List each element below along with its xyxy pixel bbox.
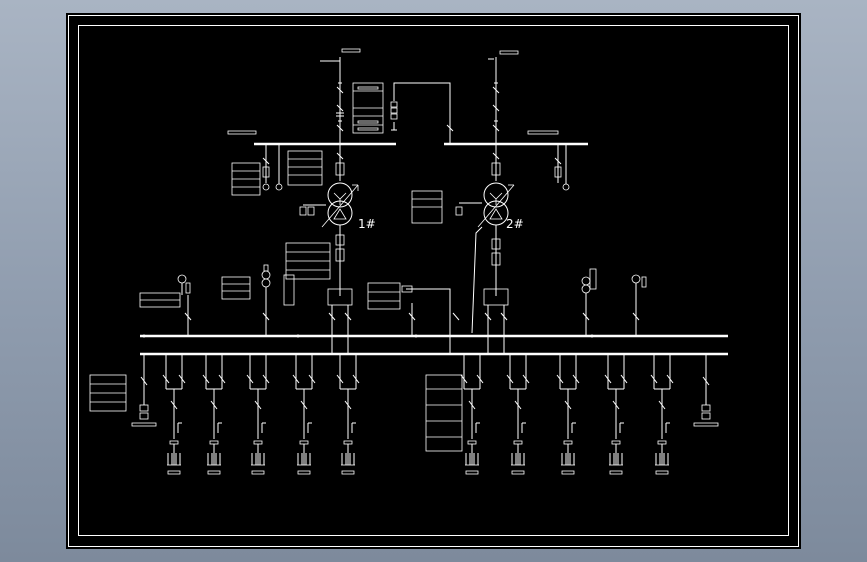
hv-bus-2-label-mark	[527, 130, 559, 135]
feeder-group	[131, 354, 719, 475]
lv-tap-left-2	[261, 264, 295, 336]
lv-tap-right-1	[581, 268, 597, 336]
lv-incomer-2	[483, 288, 509, 353]
feeder-cell	[556, 354, 580, 475]
feeder-cell	[460, 354, 484, 475]
lv-bus-coupler	[367, 282, 460, 353]
transformer-1-label: 1#	[358, 217, 376, 231]
transformer-1: 1#	[285, 144, 376, 296]
drawing-viewport[interactable]: 1# 2#	[66, 13, 801, 549]
outer-frame	[68, 15, 799, 547]
info-box-lv-left	[139, 276, 251, 308]
lv-tap-left-1	[177, 274, 192, 336]
info-box-feeder-center	[425, 374, 463, 452]
hv-pt-branch-1	[262, 144, 283, 191]
info-box-feeder-left	[89, 374, 127, 412]
lv-tap-right-2	[631, 274, 647, 336]
transformer-2-label: 2#	[506, 217, 524, 231]
feeder-cell-end	[693, 354, 719, 427]
incoming-feeder-1	[320, 48, 398, 145]
lv-bus-dots	[142, 334, 594, 338]
feeder-cell	[202, 354, 226, 475]
feeder-cell	[604, 354, 628, 475]
transformer-2: 2#	[411, 144, 524, 334]
hv-pt-branch-2	[554, 144, 570, 191]
lv-incomer-1	[327, 288, 353, 353]
feeder-cell-end	[131, 354, 157, 427]
feeder-cell	[292, 354, 316, 475]
inner-frame	[78, 25, 789, 536]
feeder-cell	[246, 354, 270, 475]
hv-tie-connection	[393, 82, 454, 145]
feeder-cell	[162, 354, 186, 475]
info-box-pt-left	[231, 162, 261, 196]
incoming-feeder-2	[488, 50, 519, 145]
single-line-diagram: 1# 2#	[68, 15, 799, 547]
info-box-tr1-hv	[287, 150, 323, 186]
feeder-cell	[336, 354, 360, 475]
feeder-cell	[506, 354, 530, 475]
feeder-cell	[650, 354, 674, 475]
hv-bus-1-label-mark	[227, 130, 257, 135]
